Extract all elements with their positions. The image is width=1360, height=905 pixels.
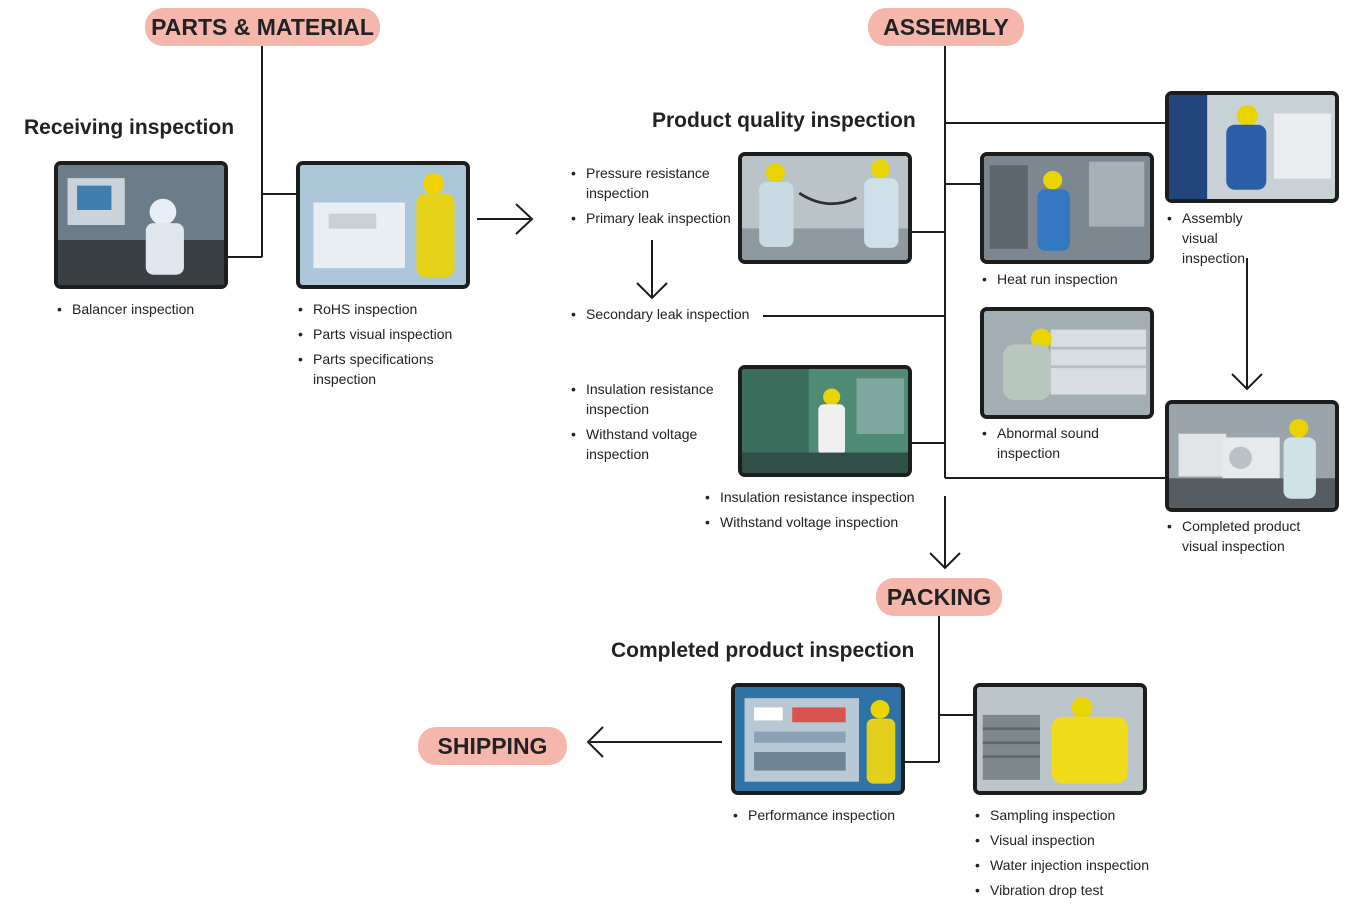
list-item: Abnormal sound inspection: [982, 423, 1107, 463]
completed-visual-photo: [1165, 400, 1339, 512]
abnormal-sound-list: Abnormal sound inspection: [982, 423, 1122, 468]
completed-product-inspection-title: Completed product inspection: [611, 639, 915, 662]
pressure-leak-inspection-photo: [738, 152, 912, 264]
insulation-right-list: Insulation resistance inspection Withsta…: [705, 487, 935, 537]
pressure-leak-list: Pressure resistance inspection Primary l…: [571, 163, 731, 233]
insulation-left-list: Insulation resistance inspection Withsta…: [571, 379, 721, 469]
parts-inspection-photo: [296, 161, 470, 289]
assembly-visual-photo: [1165, 91, 1339, 203]
list-item: Withstand voltage inspection: [705, 512, 935, 532]
list-item: Balancer inspection: [57, 299, 247, 319]
list-item: Secondary leak inspection: [571, 304, 761, 324]
insulation-withstand-photo: [738, 365, 912, 477]
list-item: Parts visual inspection: [298, 324, 478, 344]
balancer-list: Balancer inspection: [57, 299, 247, 324]
heat-run-photo: [980, 152, 1154, 264]
assembly-visual-list: Assembly visual inspection: [1167, 208, 1307, 273]
sampling-photo: [973, 683, 1147, 795]
list-item: Performance inspection: [733, 805, 923, 825]
performance-list: Performance inspection: [733, 805, 923, 830]
sampling-list: Sampling inspection Visual inspection Wa…: [975, 805, 1175, 905]
receiving-inspection-title: Receiving inspection: [24, 116, 235, 139]
stage-assembly: ASSEMBLY: [868, 8, 1024, 46]
product-quality-inspection-title: Product quality inspection: [652, 109, 916, 132]
performance-photo: [731, 683, 905, 795]
list-item: Completed product visual inspection: [1167, 516, 1307, 556]
list-item: Vibration drop test: [975, 880, 1175, 900]
list-item: Sampling inspection: [975, 805, 1175, 825]
list-item: Insulation resistance inspection: [705, 487, 935, 507]
list-item: Water injection inspection: [975, 855, 1175, 875]
list-item: Assembly visual inspection: [1167, 208, 1282, 268]
list-item: Insulation resistance inspection: [571, 379, 716, 419]
heat-run-list: Heat run inspection: [982, 269, 1152, 294]
list-item: Heat run inspection: [982, 269, 1152, 289]
parts-list: RoHS inspection Parts visual inspection …: [298, 299, 478, 394]
list-item: Pressure resistance inspection: [571, 163, 711, 203]
stage-shipping: SHIPPING: [418, 727, 567, 765]
completed-visual-list: Completed product visual inspection: [1167, 516, 1337, 561]
balancer-inspection-photo: [54, 161, 228, 289]
list-item: Withstand voltage inspection: [571, 424, 701, 464]
abnormal-sound-photo: [980, 307, 1154, 419]
list-item: RoHS inspection: [298, 299, 478, 319]
list-item: Parts specifications inspection: [298, 349, 443, 389]
secondary-leak-list: Secondary leak inspection: [571, 304, 761, 329]
list-item: Primary leak inspection: [571, 208, 731, 228]
stage-parts-material: PARTS & MATERIAL: [145, 8, 380, 46]
list-item: Visual inspection: [975, 830, 1175, 850]
stage-packing: PACKING: [876, 578, 1002, 616]
